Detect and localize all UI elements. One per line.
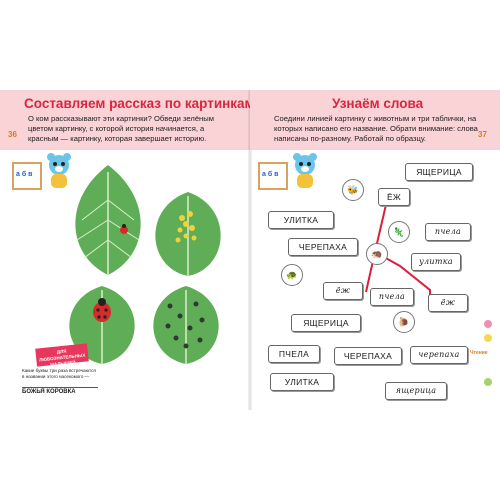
- right-page: Узнаём слова Соедини линией картинку с ж…: [250, 0, 500, 500]
- card-pchela-upper[interactable]: ПЧЕЛА: [268, 345, 320, 363]
- hedgehog-picture[interactable]: 🦔: [366, 243, 388, 265]
- card-ezh-italic-right[interactable]: ёж: [428, 294, 468, 312]
- card-ulitka-bottom[interactable]: УЛИТКА: [270, 373, 334, 391]
- card-yashcheritsa-top[interactable]: ЯЩЕРИЦА: [405, 163, 473, 181]
- bee-picture[interactable]: 🐝: [342, 179, 364, 201]
- book-gutter: [248, 90, 252, 410]
- card-yashcheritsa-italic[interactable]: ящерица: [385, 382, 447, 400]
- green-dot: [484, 378, 492, 386]
- card-yashcheritsa-mid[interactable]: ЯЩЕРИЦА: [291, 314, 361, 332]
- pink-dot: [484, 320, 492, 328]
- yellow-dot: [484, 334, 492, 342]
- snail-picture[interactable]: 🐌: [393, 311, 415, 333]
- card-ezh-top[interactable]: ЁЖ: [378, 188, 410, 206]
- left-instructions: О ком рассказывают эти картинки? Обведи …: [28, 114, 214, 143]
- bear-mascot-icon: [293, 153, 317, 188]
- bear-mascot-icon: [47, 153, 71, 188]
- left-page: Составляем рассказ по картинкам О ком ра…: [0, 90, 255, 395]
- card-ulitka-italic[interactable]: улитка: [411, 253, 461, 271]
- easel-letters: а б в: [262, 171, 279, 178]
- right-instructions: Соедини линией картинку с животным и три…: [274, 114, 478, 143]
- card-cherepakha-mid[interactable]: ЧЕРЕПАХА: [334, 347, 402, 365]
- section-label: Чтение: [470, 350, 488, 356]
- card-pchela-italic[interactable]: пчела: [425, 223, 471, 241]
- easel: [258, 162, 288, 190]
- left-page-number: 36: [8, 130, 17, 139]
- easel: [12, 162, 42, 190]
- card-cherepakha-upper[interactable]: ЧЕРЕПАХА: [288, 238, 358, 256]
- right-page-title: Узнаём слова: [332, 96, 424, 111]
- leaf-with-aphids-dark: [153, 286, 219, 364]
- left-header-banner: [0, 90, 250, 150]
- leaf-with-ladybug-small: [75, 165, 141, 275]
- left-page-title: Составляем рассказ по картинкам: [24, 96, 255, 111]
- hint-answer: БОЖЬЯ КОРОВКА: [22, 387, 98, 395]
- card-pchela-lower[interactable]: пчела: [370, 288, 414, 306]
- lizard-picture[interactable]: 🦎: [388, 221, 410, 243]
- turtle-picture[interactable]: 🐢: [281, 264, 303, 286]
- right-header-banner: [250, 90, 500, 150]
- card-ulitka-upper[interactable]: УЛИТКА: [268, 211, 334, 229]
- easel-letters: а б в: [16, 171, 33, 178]
- card-cherepakha-italic[interactable]: черепаха: [410, 346, 468, 364]
- leaf-with-aphids-yellow: [155, 192, 221, 276]
- hint-text: Какие буквы три раза встречаются в назва…: [22, 368, 96, 379]
- right-page-number: 37: [478, 130, 487, 139]
- card-ezh-italic-left[interactable]: ёж: [323, 282, 363, 300]
